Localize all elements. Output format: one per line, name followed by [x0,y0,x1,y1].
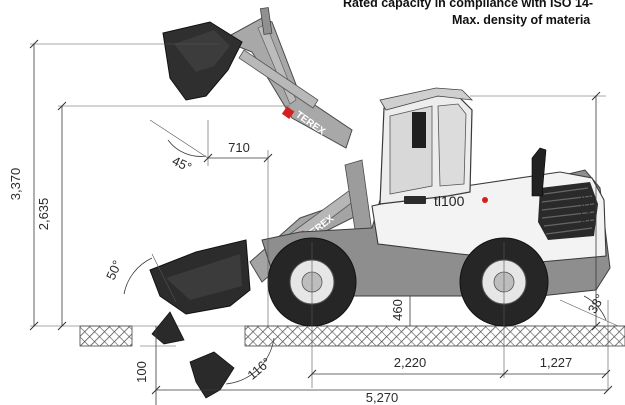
dig-bucket-ghost [151,311,235,399]
dimension-lines [29,39,619,405]
overall-height-label: 3,370 [8,168,23,201]
dump-angle-label: 45° [170,153,194,175]
raised-terex-logo-icon [281,106,295,119]
digging-depth-label: 100 [134,361,149,383]
rear-overhang-label: 1,227 [540,355,573,370]
engine-grille [538,182,598,240]
cab-height-label: 2,765 [578,194,593,227]
rated-capacity-header: Rated capacity in compliance with ISO 14… [343,0,593,10]
wheelbase-label: 2,220 [394,355,427,370]
hinge-pin-height-label: 2,635 [36,198,51,231]
ground-clearance-label: 460 [390,299,405,321]
model-label: tl100 [434,193,465,209]
model-badge: tl100 [404,193,488,209]
raised-boom-assembly: TEREX [162,7,353,149]
overall-length-label: 5,270 [366,390,399,405]
max-density-header: Max. density of materia [452,13,591,27]
rollback-angle-low-label: 116° [244,354,274,382]
reach-label: 710 [228,140,250,155]
ground-hatching [30,325,625,347]
exhaust-stack [531,147,547,197]
rollback-angle-label: 50° [103,258,125,282]
